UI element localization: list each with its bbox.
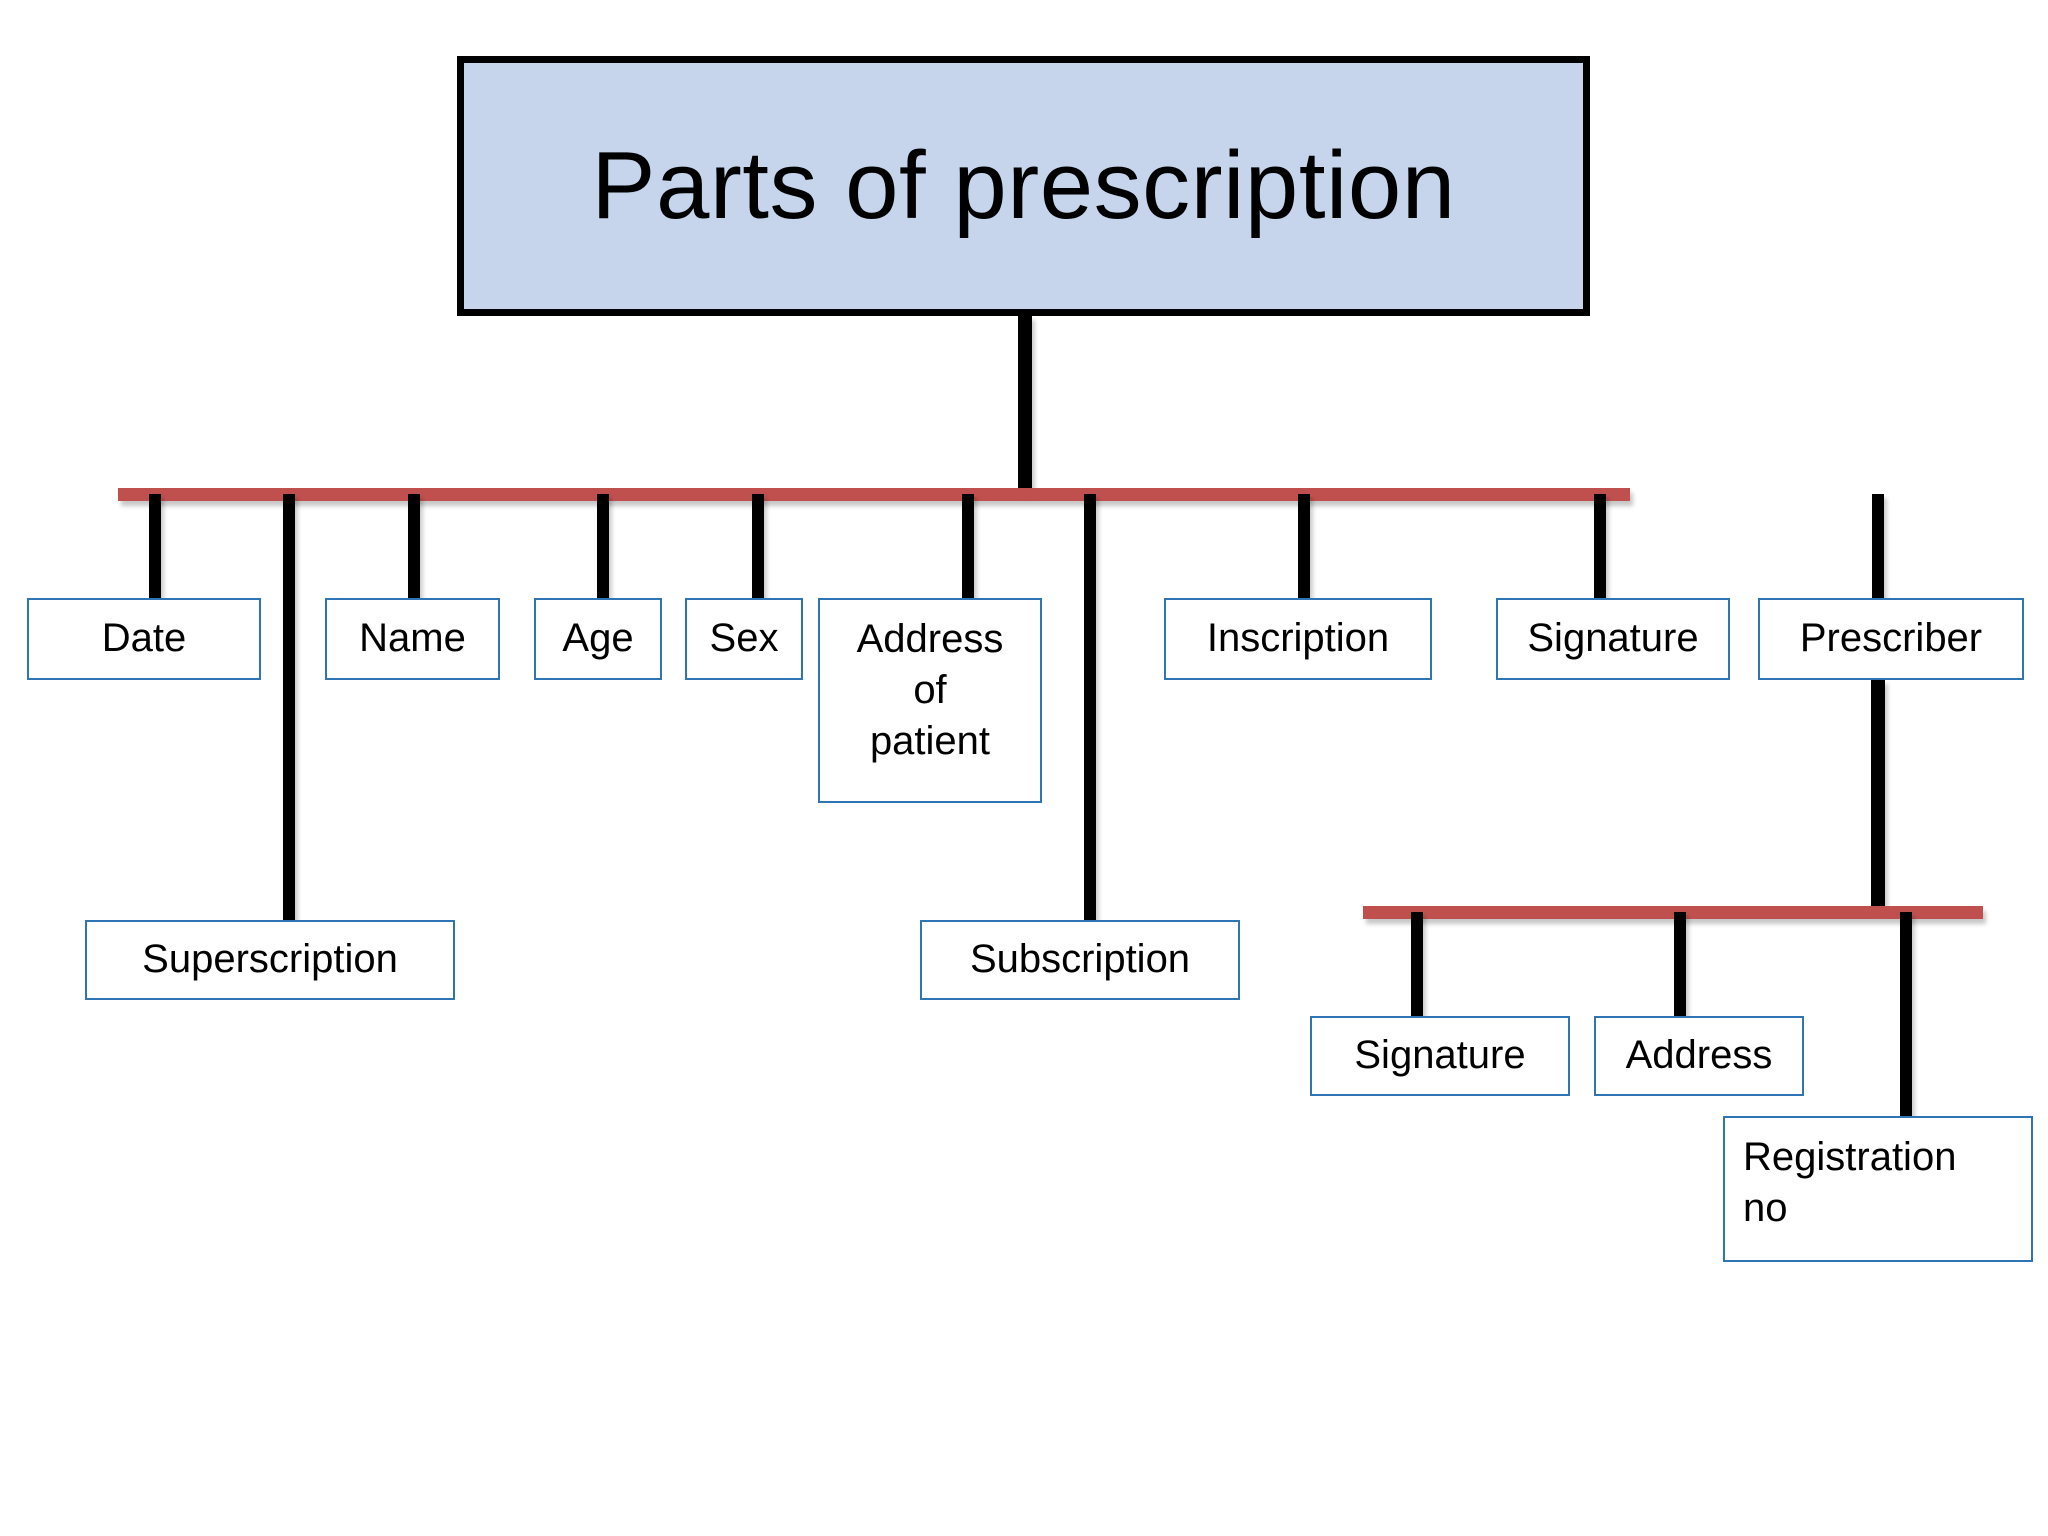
connector-stem-subscription [1084,494,1096,923]
node-date[interactable]: Date [27,598,261,680]
node-name[interactable]: Name [325,598,500,680]
root-node-parts-of-prescription: Parts of prescription [457,56,1590,316]
node-subscription-label: Subscription [969,937,1191,982]
node-date-label: Date [101,616,187,661]
connector-stem-address-of-patient [962,494,974,598]
address-line-3: patient [869,719,991,764]
node-age-label: Age [562,616,634,661]
node-prescriber-signature-label: Signature [1354,1033,1526,1078]
node-prescriber-signature[interactable]: Signature [1310,1016,1570,1096]
connector-stem-date [149,494,161,598]
node-address-of-patient[interactable]: Address of patient [818,598,1042,803]
node-prescriber-address[interactable]: Address [1594,1016,1804,1096]
connector-stem-inscription [1298,494,1310,598]
node-sex-label: Sex [709,616,779,661]
connector-stem-name [408,494,420,598]
connector-stem-signature [1594,494,1606,598]
node-superscription-label: Superscription [142,937,398,982]
connector-stem-prescriber-signature [1411,912,1423,1016]
node-prescriber[interactable]: Prescriber [1758,598,2024,680]
node-address-of-patient-label: Address of patient [820,614,1040,768]
connector-stem-prescriber-registration-no [1900,912,1912,1124]
node-inscription-label: Inscription [1206,616,1390,661]
node-prescriber-registration-no-label: Registration no [1725,1132,2031,1234]
connector-stem-superscription [283,494,295,923]
node-age[interactable]: Age [534,598,662,680]
node-signature-main[interactable]: Signature [1496,598,1730,680]
node-superscription[interactable]: Superscription [85,920,455,1000]
address-line-2: of [913,668,947,713]
root-node-label: Parts of prescription [591,132,1456,239]
registration-line-2: no [1743,1186,1788,1231]
connector-root-to-main-bar [1018,316,1032,494]
connector-stem-age [597,494,609,598]
node-sex[interactable]: Sex [685,598,803,680]
node-name-label: Name [359,616,466,661]
node-inscription[interactable]: Inscription [1164,598,1432,680]
connector-stem-sex [752,494,764,598]
address-line-1: Address [856,617,1004,661]
connector-stem-prescriber-address [1674,912,1686,1016]
node-prescriber-registration-no[interactable]: Registration no [1723,1116,2033,1262]
registration-line-1: Registration [1743,1135,1957,1179]
node-prescriber-address-label: Address [1625,1033,1773,1078]
connector-bar-level1 [118,488,1630,501]
node-subscription[interactable]: Subscription [920,920,1240,1000]
connector-stem-prescriber [1872,494,1884,598]
connector-bar-prescriber [1363,906,1983,919]
node-signature-main-label: Signature [1527,616,1699,661]
connector-prescriber-to-subbar [1871,680,1885,912]
node-prescriber-label: Prescriber [1799,616,1983,661]
